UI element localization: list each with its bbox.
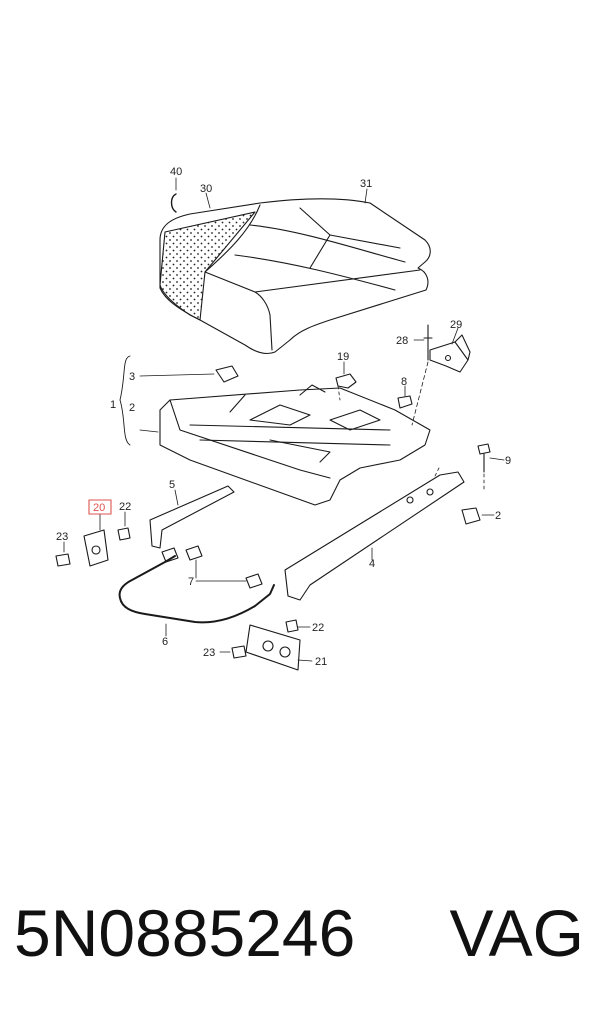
callout-9: 9 <box>505 455 511 467</box>
footer: 5N0885246 VAG <box>0 888 600 998</box>
callout-5: 5 <box>169 479 175 491</box>
pin-part <box>413 324 433 361</box>
bracket-part <box>429 327 471 373</box>
callout-1: 1 <box>110 399 116 411</box>
wire-frame-part <box>118 555 275 624</box>
callout-21: 21 <box>315 656 327 668</box>
callout-8: 8 <box>401 376 407 388</box>
cover-20-part <box>83 499 112 567</box>
callout-7: 7 <box>188 576 194 588</box>
part-number: 5N0885246 <box>14 896 356 970</box>
callout-2-seat-pan: 2 <box>129 402 135 414</box>
cover-21-part <box>245 624 313 671</box>
callout-22-lower: 22 <box>312 622 324 634</box>
nut-22b-part <box>285 619 311 633</box>
seat-cushion <box>159 198 431 355</box>
callout-3: 3 <box>129 371 135 383</box>
callout-19: 19 <box>337 351 349 363</box>
cap-23a-part <box>55 541 71 567</box>
callout-23-upper: 23 <box>56 531 68 543</box>
cap-23b-part <box>219 645 247 659</box>
callout-30: 30 <box>200 183 212 195</box>
plates-7-part <box>161 545 263 589</box>
callout-23-lower: 23 <box>203 647 215 659</box>
callout-40: 40 <box>170 166 182 178</box>
nut-part <box>397 385 413 409</box>
seat-pan-part <box>159 384 431 506</box>
callout-29: 29 <box>450 319 462 331</box>
grommet-part <box>461 507 495 525</box>
nut-22a-part <box>117 511 131 541</box>
rail-4-part <box>284 465 465 601</box>
clip-3-part <box>139 365 239 383</box>
callout-22-upper: 22 <box>119 501 131 513</box>
callout-4: 4 <box>369 558 375 570</box>
push-clip-part <box>335 361 357 401</box>
callout-20: 20 <box>93 502 105 514</box>
callout-28: 28 <box>396 335 408 347</box>
brand-name: VAG <box>449 896 584 970</box>
callout-2-grommet: 2 <box>495 510 501 522</box>
callout-31: 31 <box>360 178 372 190</box>
clip-part <box>170 193 177 213</box>
bolt-part <box>477 443 505 491</box>
rail-5-part <box>149 485 235 549</box>
callout-6: 6 <box>162 636 168 648</box>
